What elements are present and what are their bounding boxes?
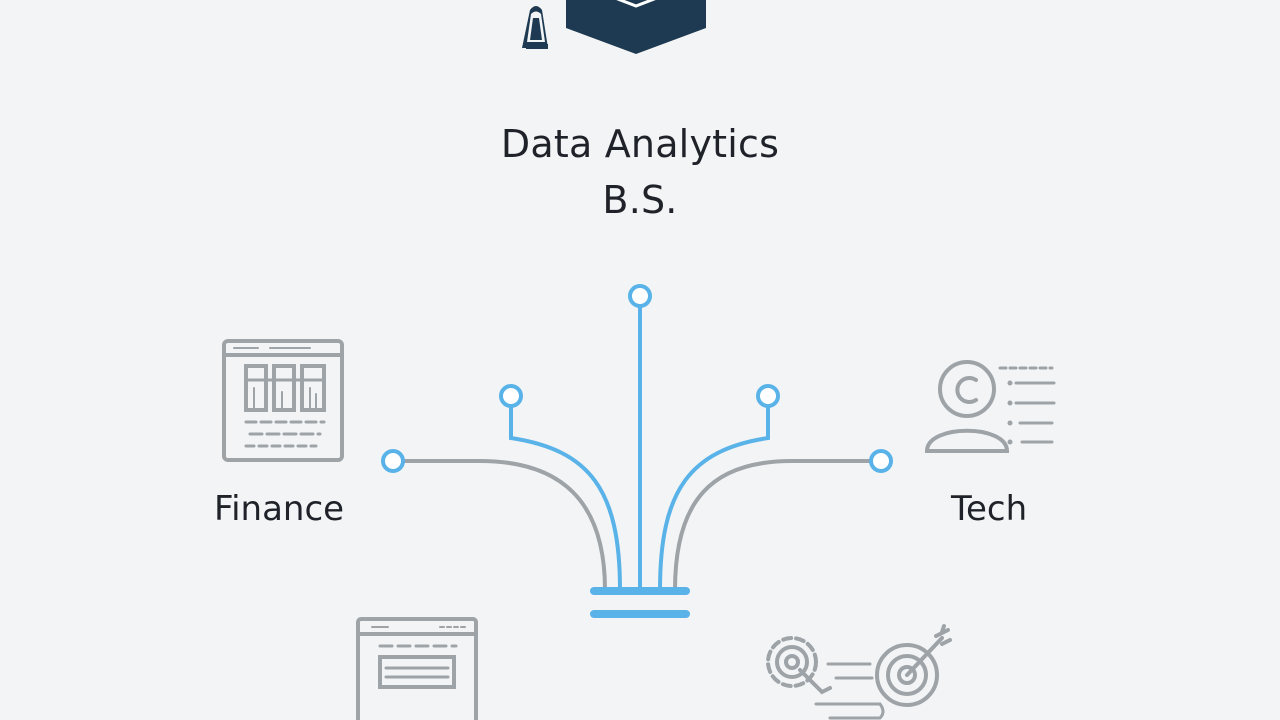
branch-label-tech: Tech — [951, 489, 1028, 529]
node-inner-left — [499, 384, 523, 408]
branch-connectors — [391, 306, 882, 592]
branch-nodes — [381, 284, 893, 473]
branch-label-finance: Finance — [214, 489, 345, 529]
connector-tech — [673, 459, 882, 592]
node-inner-right — [756, 384, 780, 408]
node-center — [628, 284, 652, 308]
finance-spreadsheet-icon — [222, 339, 344, 462]
connector-inner-left — [509, 405, 622, 592]
title-line-1: Data Analytics — [500, 122, 780, 166]
node-finance — [381, 449, 405, 473]
gear-target-icon — [766, 624, 952, 720]
base-bars — [590, 587, 690, 618]
node-tech — [869, 449, 893, 473]
browser-window-icon — [356, 617, 478, 720]
cap-tassel-icon — [522, 6, 548, 49]
connector-finance — [391, 459, 607, 592]
tech-person-icon — [924, 360, 1056, 453]
connector-inner-right — [658, 405, 770, 592]
title-line-2: B.S. — [602, 178, 678, 222]
graduation-cap-icon — [522, 0, 706, 54]
